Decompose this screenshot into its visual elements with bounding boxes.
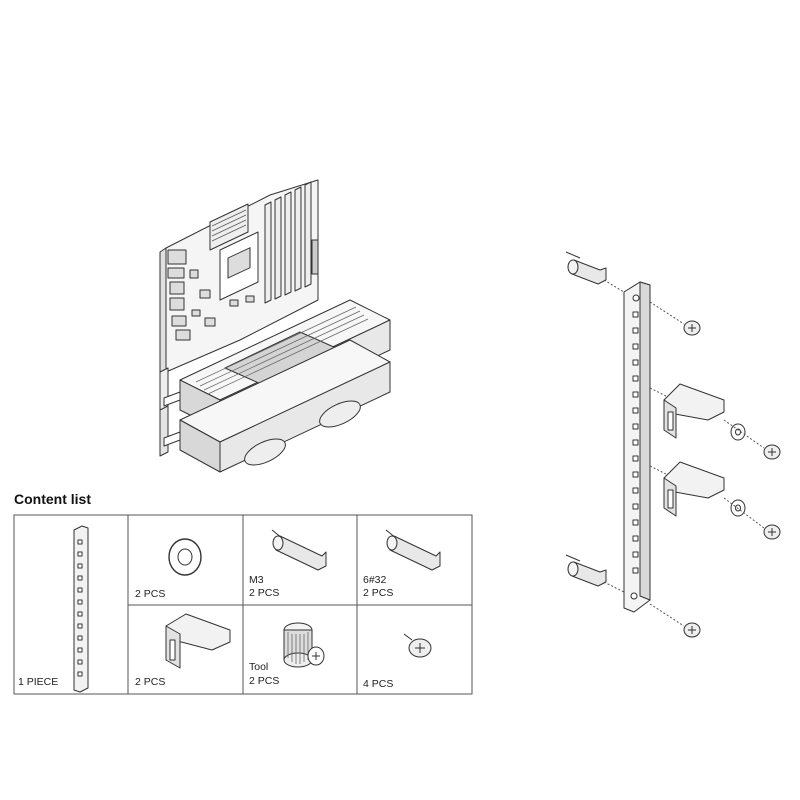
thumb-screw-tool-icon xyxy=(283,622,325,668)
motherboard-gpu-assembly-illustration xyxy=(159,179,391,473)
standoff-6-32-size: 6#32 xyxy=(363,574,387,586)
content-list-title: Content list xyxy=(14,491,91,507)
screw-icon xyxy=(403,633,432,658)
bracket-assembly-illustration xyxy=(565,251,781,638)
content-list-table xyxy=(13,514,473,695)
standoff-6-32-qty: 2 PCS xyxy=(363,587,394,599)
washer-qty: 2 PCS xyxy=(135,588,166,600)
support-clip-qty: 2 PCS xyxy=(135,676,166,688)
standoff-m3-qty: 2 PCS xyxy=(249,587,280,599)
standoff-6-32-icon xyxy=(385,529,441,571)
support-clip-icon xyxy=(165,613,231,669)
tool-name: Tool xyxy=(249,661,269,673)
screw-qty: 4 PCS xyxy=(363,678,394,690)
standoff-m3-icon xyxy=(271,529,327,571)
washer-icon xyxy=(168,538,202,576)
bracket-qty: 1 PIECE xyxy=(18,676,59,688)
bracket-bar-icon xyxy=(73,525,89,693)
tool-qty: 2 PCS xyxy=(249,675,280,687)
standoff-m3-size: M3 xyxy=(249,574,264,586)
